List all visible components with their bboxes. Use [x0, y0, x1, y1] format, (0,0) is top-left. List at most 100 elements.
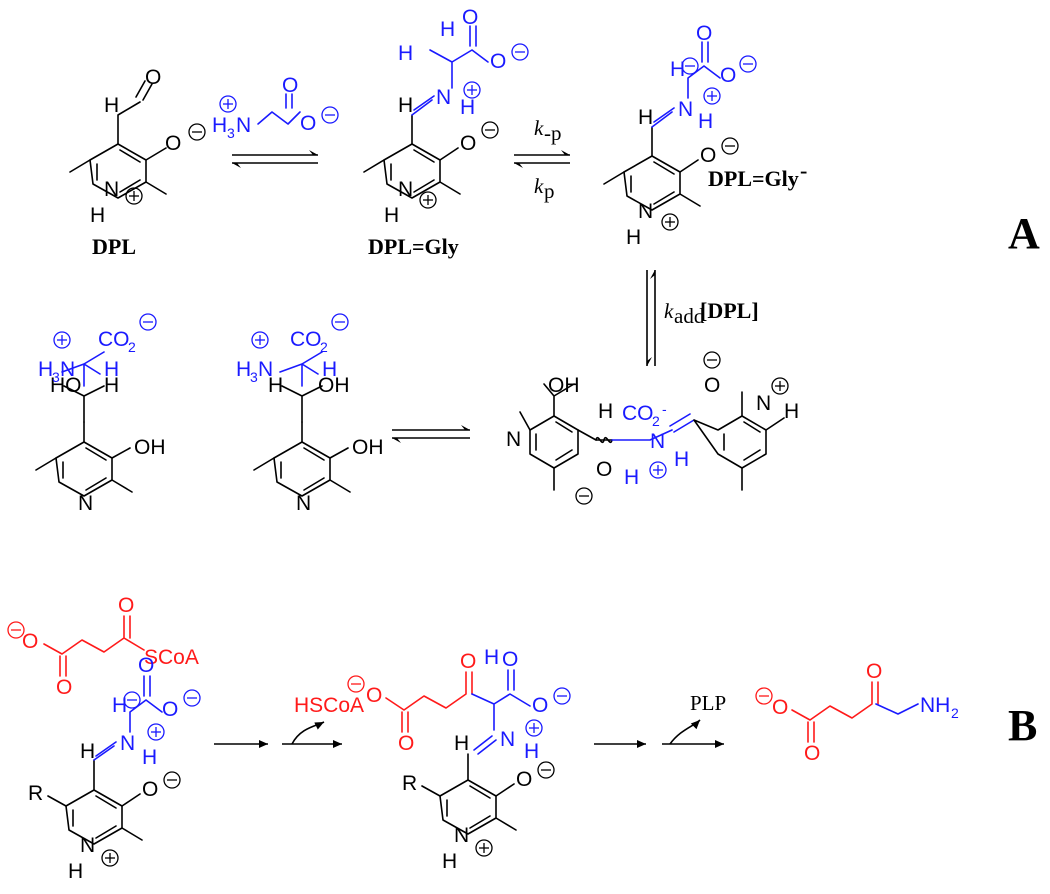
svg-text:SCoA: SCoA: [144, 646, 199, 669]
equilibrium-arrow-1: [232, 150, 318, 168]
svg-text:CO: CO: [98, 328, 130, 351]
svg-text:O: O: [162, 698, 178, 721]
hscoa-label: HSCoA: [294, 694, 364, 717]
dpl-gly-anion-molecule: H OO N H H O NH DPL=Gly -: [603, 22, 807, 249]
svg-text:H: H: [638, 106, 653, 129]
svg-text:O: O: [516, 768, 532, 791]
svg-text:H: H: [624, 466, 639, 489]
svg-text:H: H: [142, 746, 157, 769]
panel-a-label: A: [1008, 209, 1040, 258]
svg-text:O: O: [866, 660, 882, 683]
svg-text:O: O: [696, 22, 712, 45]
svg-text:O: O: [300, 112, 316, 135]
svg-text:H: H: [104, 374, 119, 397]
svg-text:N: N: [638, 200, 653, 223]
succinyl-coa: O O O SCoA: [7, 594, 199, 699]
svg-text:H: H: [398, 94, 413, 117]
svg-text:O: O: [462, 6, 478, 29]
rate-k-add: k: [664, 299, 674, 323]
svg-text:O: O: [532, 694, 548, 717]
svg-text:O: O: [502, 648, 518, 671]
addition-arrow: k add [DPL]: [646, 270, 759, 366]
svg-text:H: H: [80, 740, 95, 763]
svg-text:OH: OH: [352, 436, 384, 459]
dpl-gly-label: DPL=Gly: [368, 234, 459, 259]
svg-text:H: H: [698, 110, 713, 133]
svg-text:H: H: [384, 204, 399, 227]
svg-text:H: H: [484, 646, 499, 669]
dpl-gly-anion-charge: -: [800, 158, 807, 183]
panel-b-intermediate: O O O H OO N H H R O NH: [347, 646, 571, 873]
svg-text:N: N: [454, 824, 469, 847]
svg-text:N: N: [436, 86, 451, 109]
dpl-molecule: H O O N H DPL: [69, 66, 206, 259]
svg-text:N: N: [500, 728, 515, 751]
svg-text:O: O: [720, 64, 736, 87]
svg-text:N: N: [104, 178, 119, 201]
svg-text:OH: OH: [318, 374, 350, 397]
svg-text:O: O: [490, 50, 506, 73]
svg-text:R: R: [28, 782, 43, 805]
svg-text:O: O: [704, 374, 720, 397]
condensation-arrow: HSCoA: [214, 694, 364, 748]
rate-k-minus-p: k: [534, 116, 544, 140]
svg-text:H: H: [460, 96, 475, 119]
svg-text:H: H: [524, 740, 539, 763]
svg-text:N: N: [236, 114, 251, 137]
rate-k-minus-p-sub: -p: [544, 121, 562, 145]
svg-text:N: N: [650, 430, 665, 453]
svg-text:N: N: [80, 834, 95, 857]
svg-text:O: O: [398, 732, 414, 755]
svg-text:H: H: [104, 94, 119, 117]
svg-text:N: N: [506, 428, 521, 451]
svg-text:O: O: [142, 778, 158, 801]
svg-text:CO: CO: [622, 402, 654, 425]
svg-text:OH: OH: [548, 374, 580, 397]
svg-text:H: H: [68, 860, 83, 883]
svg-text:H: H: [212, 114, 227, 137]
rate-k-add-sub: add: [674, 304, 705, 328]
svg-text:H: H: [236, 358, 251, 381]
svg-text:N: N: [678, 98, 693, 121]
dpl-adduct: OH N H O CO2- N H H O N H: [506, 351, 799, 505]
svg-text:-: -: [662, 401, 667, 417]
svg-text:N: N: [296, 492, 311, 515]
svg-text:O: O: [56, 676, 72, 699]
deprotonation-arrow: k -p k p: [514, 116, 570, 203]
svg-text:H: H: [626, 226, 641, 249]
svg-text:N: N: [78, 492, 93, 515]
svg-text:O: O: [282, 74, 298, 97]
svg-text:O: O: [460, 132, 476, 155]
svg-text:OH: OH: [134, 436, 166, 459]
svg-text:H: H: [104, 358, 119, 381]
panel-b-dpl-gly-anion: H OO N H H R O NH: [28, 654, 201, 883]
svg-text:2: 2: [951, 705, 959, 721]
svg-text:O: O: [772, 696, 788, 719]
rate-k-p-sub: p: [544, 179, 555, 203]
svg-text:2: 2: [128, 339, 136, 355]
svg-text:O: O: [145, 66, 161, 89]
rate-k-add-bracket: [DPL]: [700, 298, 759, 323]
svg-text:NH: NH: [920, 694, 950, 717]
svg-text:2: 2: [320, 339, 328, 355]
dpl-gly-molecule: HH OO N H H O NH DPL=Gly: [363, 6, 529, 259]
svg-text:N: N: [258, 358, 273, 381]
svg-text:N: N: [60, 358, 75, 381]
svg-text:N: N: [398, 178, 413, 201]
svg-text:O: O: [366, 684, 382, 707]
svg-text:CO: CO: [290, 328, 322, 351]
svg-text:H: H: [784, 400, 799, 423]
svg-text:H: H: [670, 58, 685, 81]
svg-text:O: O: [165, 132, 181, 155]
svg-text:N: N: [120, 732, 135, 755]
svg-text:H: H: [268, 374, 283, 397]
svg-text:O: O: [596, 458, 612, 481]
svg-text:H: H: [440, 18, 455, 41]
svg-text:O: O: [804, 742, 820, 765]
